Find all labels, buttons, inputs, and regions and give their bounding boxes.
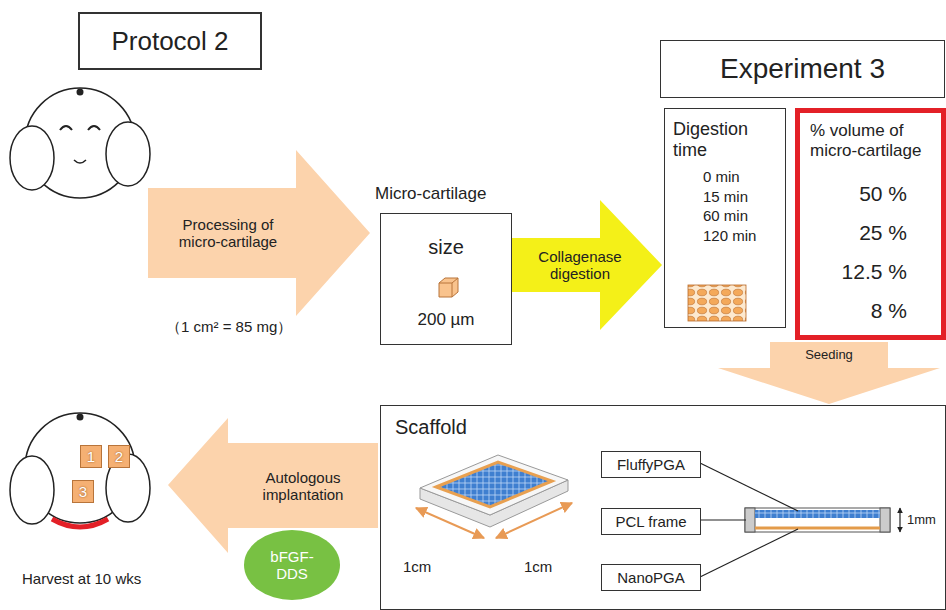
arrow-outline: [512, 200, 662, 330]
cartilage-cube: [439, 278, 458, 297]
node-text: 12.5 %: [810, 253, 935, 292]
node-text: 3: [79, 483, 87, 500]
node-text: bFGF-DDS: [267, 548, 317, 582]
node-text: 8 %: [810, 292, 935, 331]
scaffold-cross-section: [700, 463, 900, 577]
scaffold-3d: [416, 455, 572, 538]
node-text: Protocol 2: [111, 26, 228, 57]
node-text: 15 min: [673, 187, 777, 207]
weight-note: （1 cm² = 85 mg）: [166, 318, 292, 337]
node-text: size: [428, 236, 464, 259]
node-text: Digestion time: [673, 119, 773, 161]
dimension-arrow: [899, 508, 900, 532]
cartilage-box: Micro-cartilagesize200 µm: [380, 213, 512, 345]
node-text: 1: [87, 448, 95, 465]
dds-ellipse: bFGF-DDS: [244, 530, 340, 600]
harvest-note: Harvest at 10 wks: [22, 570, 141, 587]
cell-block: [688, 285, 746, 321]
node-text: 2: [115, 448, 123, 465]
implant-site: 1: [80, 445, 102, 468]
node-text: NanoPGA: [617, 569, 685, 586]
leader-line: [700, 519, 746, 520]
volume-box: % volume of micro-cartilage 50 %25 %12.5 …: [795, 108, 946, 340]
process-arrow: Processing of micro-cartilage: [148, 150, 370, 316]
protocol-box: Protocol 2: [78, 12, 262, 70]
node-text: 0 min: [673, 167, 777, 187]
arrow-outline: [168, 418, 378, 553]
node-text: Seeding: [805, 347, 853, 362]
seeding-arrow: Seeding: [718, 342, 940, 404]
implant-site: 2: [108, 445, 130, 468]
dimension-label: 1cm: [403, 558, 431, 575]
arrow-outline: [148, 150, 370, 316]
material-label-box: NanoPGA: [601, 564, 701, 591]
experiment-box: Experiment 3: [660, 40, 945, 98]
node-text: Scaffold: [395, 416, 931, 439]
implant-site: 3: [72, 480, 94, 503]
node-text: Collagenase digestion: [533, 248, 628, 282]
digestion-time-box: Digestion time 0 min15 min60 min120 min: [664, 108, 786, 328]
patient-face: [10, 413, 150, 527]
material-label-box: FluffyPGA: [601, 451, 701, 478]
node-text: Processing of micro-cartilage: [172, 216, 284, 250]
node-text: PCL frame: [615, 513, 686, 530]
leader-line: [700, 529, 798, 577]
dimension-label: 1mm: [907, 512, 936, 527]
ellipse-outline: [244, 530, 340, 600]
arrow-outline: [718, 342, 940, 404]
node-text: 200 µm: [417, 310, 474, 330]
node-text: 50 %: [810, 175, 935, 214]
dimension-label: 1cm: [524, 558, 552, 575]
digestion-arrow: Collagenase digestion: [512, 200, 662, 330]
material-label-box: PCL frame: [601, 508, 701, 535]
node-text: 25 %: [810, 214, 935, 253]
node-text: Autologous implantation: [243, 469, 363, 503]
node-text: Micro-cartilage: [375, 184, 486, 204]
node-text: % volume of micro-cartilage: [810, 121, 935, 161]
node-text: 60 min: [673, 206, 777, 226]
node-text: Experiment 3: [720, 53, 885, 85]
leader-line: [700, 463, 798, 511]
implantation-arrow: Autologous implantation: [168, 418, 378, 553]
scaffold-box: ScaffoldFluffyPGA PCL frameNanoPGA: [380, 405, 946, 610]
node-text: 120 min: [673, 226, 777, 246]
node-text: FluffyPGA: [617, 456, 685, 473]
patient-face: [10, 88, 150, 198]
